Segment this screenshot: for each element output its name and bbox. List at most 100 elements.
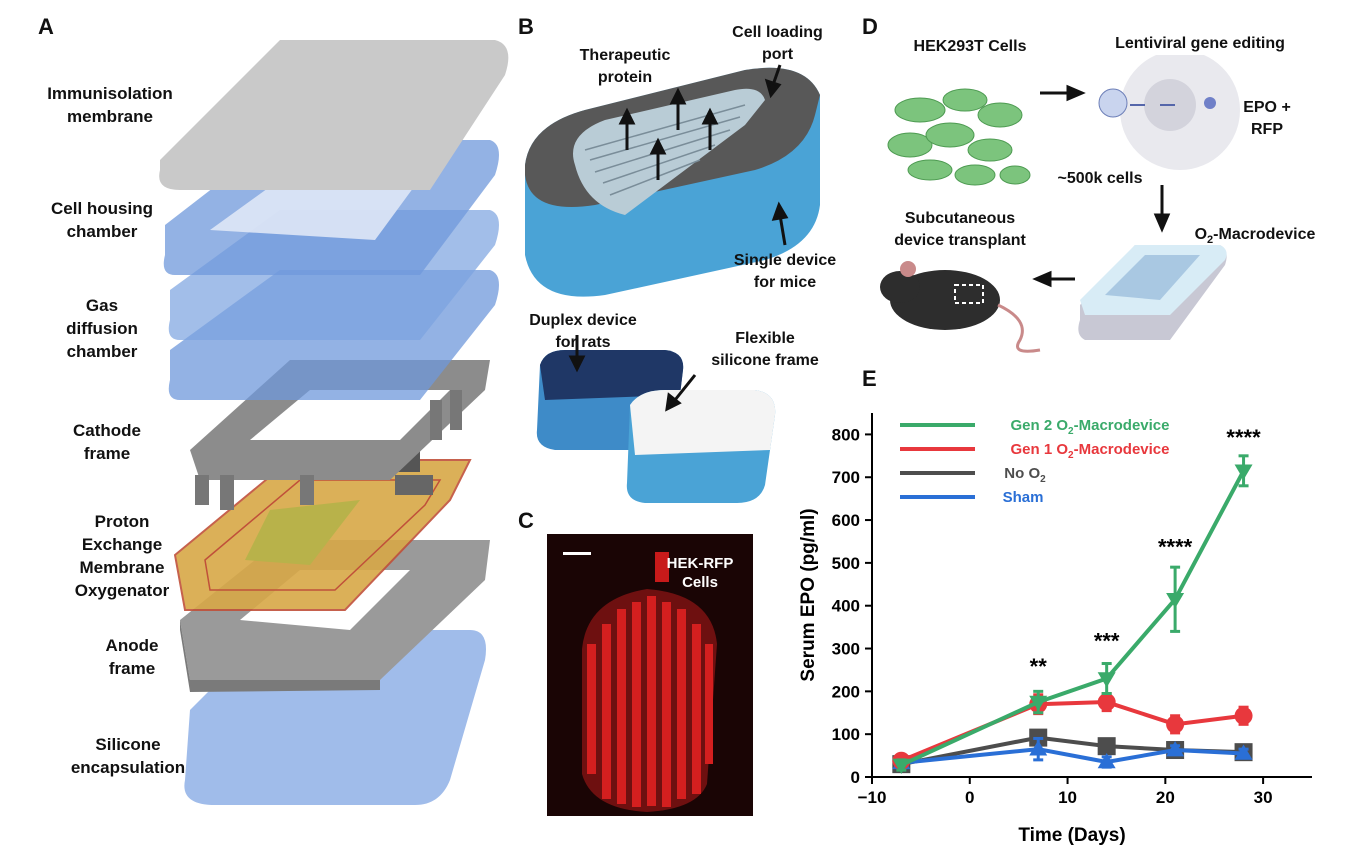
transplant-label: Subcutaneous device transplant — [880, 208, 1040, 252]
cell-loading-port-label: Cell loading port — [710, 22, 845, 66]
label-line: Duplex device — [529, 312, 637, 329]
data-point — [1234, 464, 1253, 480]
label-line: Therapeutic — [579, 47, 671, 64]
x-tick-label: 30 — [1254, 788, 1273, 807]
legend-label: Gen 1 O2-Macrodevice — [1011, 441, 1170, 461]
x-axis-label: Time (Days) — [1018, 825, 1125, 846]
macrodevice-label: O2-Macrodevice — [1175, 224, 1335, 251]
lentiviral-label: Lentiviral gene editing — [1115, 35, 1285, 52]
legend-label: No O2 — [1004, 465, 1046, 485]
label-line: protein — [597, 69, 653, 86]
layer-label-line: Oxygenator — [74, 581, 170, 600]
cell-count-label: ~500k cells — [1057, 170, 1143, 187]
legend-label: Gen 2 O2-Macrodevice — [1011, 417, 1170, 437]
layer-label-line: frame — [108, 659, 156, 678]
layer-label-silicone: Silicone encapsulation — [38, 733, 218, 779]
layer-label-line: membrane — [67, 107, 153, 126]
workflow-illustration — [880, 55, 1240, 353]
layer-label-cathode: Cathode frame — [17, 419, 197, 465]
layer-label-line: chamber — [66, 342, 138, 361]
cell-editing-illustration — [1098, 55, 1240, 170]
mouse-illustration — [880, 261, 1041, 353]
label-line: for rats — [555, 334, 611, 351]
duplex-device-render — [536, 335, 776, 503]
layer-label-line: diffusion — [66, 319, 138, 338]
panel-label-c: C — [518, 508, 534, 533]
data-point — [1166, 592, 1185, 609]
label-part: -Macrodevice — [1213, 226, 1316, 243]
label-subscript: 2 — [1207, 234, 1214, 247]
panel-label-e: E — [862, 366, 877, 391]
layer-label-line: Anode — [105, 636, 159, 655]
layer-label-oxygenator: Proton Exchange Membrane Oxygenator — [32, 510, 212, 602]
workflow-arrows — [1032, 84, 1171, 288]
therapeutic-protein-label: Therapeutic protein — [560, 45, 690, 89]
layer-label-line: Exchange — [81, 535, 163, 554]
membrane-layer — [159, 40, 509, 190]
layer-label-line: encapsulation — [70, 758, 186, 777]
y-axis-label: Serum EPO (pg/ml) — [798, 508, 819, 681]
data-point — [1166, 741, 1185, 757]
layer-label-line: Cell housing — [51, 199, 153, 218]
x-tick-label: 10 — [1058, 788, 1077, 807]
layer-label-line: Gas — [85, 296, 119, 315]
exploded-device-illustration — [159, 40, 509, 805]
single-device-render — [525, 64, 820, 297]
label-line: Single device — [733, 252, 837, 269]
data-point — [1097, 693, 1116, 712]
label-line: Cells — [682, 574, 718, 591]
layer-label-cell-housing: Cell housing chamber — [12, 197, 192, 243]
layer-label-line: chamber — [66, 222, 138, 241]
label-part: O — [1194, 226, 1208, 243]
y-tick-label: 200 — [832, 682, 860, 701]
data-point — [1166, 715, 1185, 734]
hek-rfp-label: HEK-RFP Cells — [655, 554, 745, 592]
layer-label-line: Proton — [94, 512, 150, 531]
fluorescent-channels — [587, 596, 713, 807]
label-line: EPO + — [1243, 99, 1291, 116]
layer-label-line: Membrane — [79, 558, 165, 577]
series-line-3 — [901, 747, 1244, 765]
data-point — [1097, 737, 1116, 756]
data-point — [1234, 744, 1253, 760]
macrodevice-illustration — [1078, 245, 1227, 340]
panel-label-b: B — [518, 14, 534, 39]
flexible-frame-label: Flexible silicone frame — [695, 328, 835, 372]
single-device-label: Single device for mice — [715, 250, 855, 294]
y-tick-label: 0 — [851, 768, 860, 787]
data-point — [1097, 753, 1116, 769]
label-line: port — [761, 46, 794, 63]
data-point — [1029, 695, 1048, 712]
label-line: Flexible — [735, 330, 795, 347]
fluorescence-image: HEK-RFP Cells — [547, 534, 753, 816]
significance-marker: *** — [1094, 629, 1120, 654]
significance-marker: ** — [1030, 654, 1048, 679]
y-tick-label: 600 — [832, 511, 860, 530]
data-point — [892, 758, 911, 775]
label-line: device transplant — [894, 232, 1026, 249]
y-tick-label: 400 — [832, 597, 860, 616]
x-tick-label: 0 — [965, 788, 974, 807]
layer-label-line: Cathode — [73, 421, 141, 440]
data-point — [1234, 706, 1253, 725]
label-line: RFP — [1251, 121, 1283, 138]
label-line: Cell loading — [732, 24, 823, 41]
layer-label-line: Silicone — [95, 735, 161, 754]
label-line: Subcutaneous — [904, 210, 1016, 227]
y-tick-label: 500 — [832, 554, 860, 573]
scale-bar — [563, 552, 591, 555]
x-tick-label: 20 — [1156, 788, 1175, 807]
layer-label-membrane: Immunisolation membrane — [20, 82, 200, 128]
device-render-illustration — [525, 64, 820, 503]
x-tick-label: −10 — [858, 788, 887, 807]
y-tick-label: 700 — [832, 468, 860, 487]
cells-illustration — [887, 88, 1031, 186]
layer-label-anode: Anode frame — [42, 634, 222, 680]
panel-label-d: D — [862, 14, 878, 39]
layer-label-line: frame — [83, 444, 131, 463]
y-tick-label: 100 — [832, 725, 860, 744]
data-point — [1097, 672, 1116, 688]
legend-label: Sham — [1003, 489, 1044, 506]
layer-label-gas-diffusion: Gas diffusion chamber — [12, 294, 192, 363]
